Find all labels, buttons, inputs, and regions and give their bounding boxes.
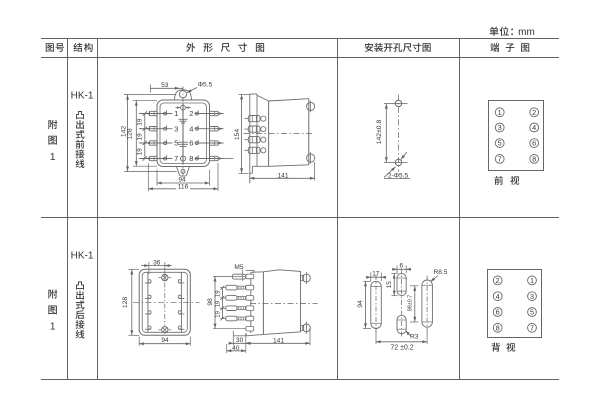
svg-text:7: 7 (530, 323, 534, 332)
svg-text:36: 36 (153, 259, 161, 266)
svg-text:3: 3 (174, 124, 178, 133)
svg-text:1: 1 (498, 108, 502, 117)
svg-text:1: 1 (530, 276, 534, 285)
svg-text:R8.5: R8.5 (434, 269, 448, 276)
svg-text:1: 1 (50, 321, 56, 332)
svg-text:mm: mm (518, 27, 535, 38)
svg-text:HK-1: HK-1 (71, 91, 94, 102)
svg-text:1: 1 (174, 109, 178, 118)
svg-text:HK-1: HK-1 (71, 251, 94, 262)
svg-text:30: 30 (236, 337, 244, 344)
svg-text:8: 8 (532, 155, 536, 164)
svg-text:141: 141 (277, 173, 288, 180)
svg-text:2: 2 (189, 109, 193, 118)
svg-text:94: 94 (357, 300, 364, 308)
svg-text:6: 6 (399, 262, 403, 269)
svg-text:19: 19 (137, 148, 144, 156)
svg-text:19: 19 (216, 290, 222, 297)
svg-text:5: 5 (530, 308, 534, 317)
svg-text:3: 3 (530, 292, 534, 301)
svg-text:40: 40 (232, 345, 240, 352)
svg-text:5: 5 (174, 139, 178, 148)
svg-text:142±0.8: 142±0.8 (376, 120, 383, 145)
svg-text:142: 142 (120, 126, 127, 138)
svg-text:8: 8 (496, 323, 500, 332)
svg-text:98: 98 (207, 298, 214, 306)
svg-text:6: 6 (189, 139, 193, 148)
svg-text:2-Φ5.5: 2-Φ5.5 (388, 173, 409, 180)
svg-text:2: 2 (496, 276, 500, 285)
svg-text:128: 128 (122, 297, 129, 309)
svg-text:128: 128 (127, 128, 134, 140)
svg-text:4: 4 (532, 123, 536, 132)
svg-text:72 ±0.2: 72 ±0.2 (390, 345, 413, 352)
svg-text:94: 94 (178, 177, 186, 184)
svg-text:R3: R3 (410, 334, 419, 341)
svg-text:3: 3 (498, 123, 502, 132)
svg-text:19: 19 (216, 310, 222, 317)
svg-text:53: 53 (161, 82, 169, 89)
svg-text:4: 4 (496, 292, 500, 301)
svg-text:98±0.7: 98±0.7 (408, 295, 414, 311)
svg-text:2: 2 (532, 108, 536, 117)
svg-text:154: 154 (234, 129, 241, 141)
svg-text:7: 7 (498, 155, 502, 164)
svg-text:17: 17 (372, 270, 380, 277)
svg-text:116: 116 (178, 183, 189, 190)
svg-text:6: 6 (496, 308, 500, 317)
svg-text:4: 4 (189, 124, 193, 133)
svg-text:M5: M5 (234, 264, 243, 271)
svg-text:141: 141 (273, 337, 284, 344)
svg-text:94: 94 (161, 337, 169, 344)
svg-text:1: 1 (50, 152, 56, 163)
svg-text:19: 19 (137, 118, 144, 126)
svg-text:5: 5 (498, 139, 502, 148)
svg-text:7: 7 (174, 154, 178, 163)
svg-text:Φ5.5: Φ5.5 (198, 82, 213, 89)
svg-text:19: 19 (137, 133, 144, 141)
svg-text:19: 19 (216, 300, 222, 307)
svg-text:15: 15 (386, 281, 393, 289)
svg-text:8: 8 (189, 154, 193, 163)
svg-text:6: 6 (532, 139, 536, 148)
